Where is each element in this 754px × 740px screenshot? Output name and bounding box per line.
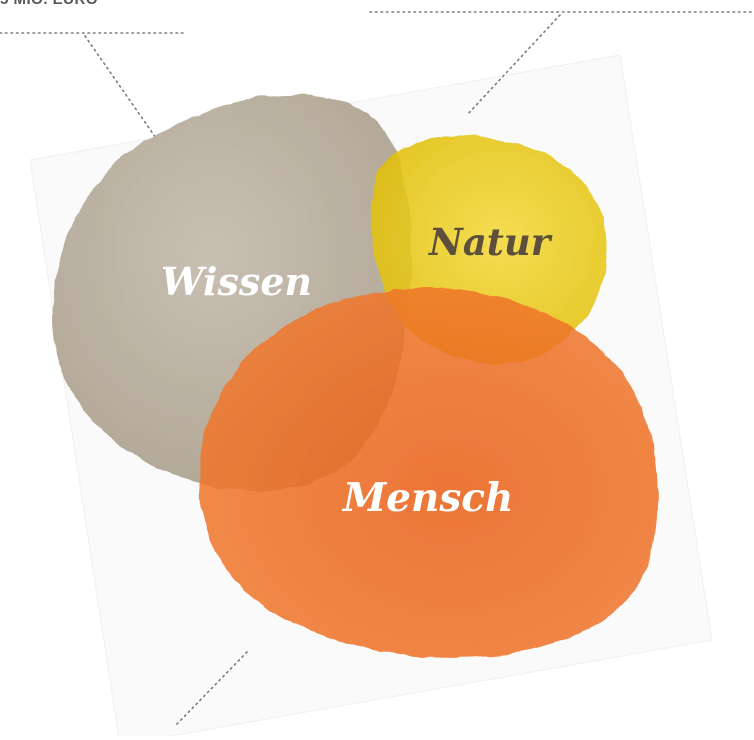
mensch-circle (199, 287, 658, 657)
top-left-connector (85, 36, 156, 138)
natur-label: Natur (429, 224, 550, 261)
wissen-label: Wissen (161, 263, 312, 301)
mensch-label: Mensch (343, 479, 513, 518)
amount-label: 5 MIO. EURO (0, 0, 98, 8)
